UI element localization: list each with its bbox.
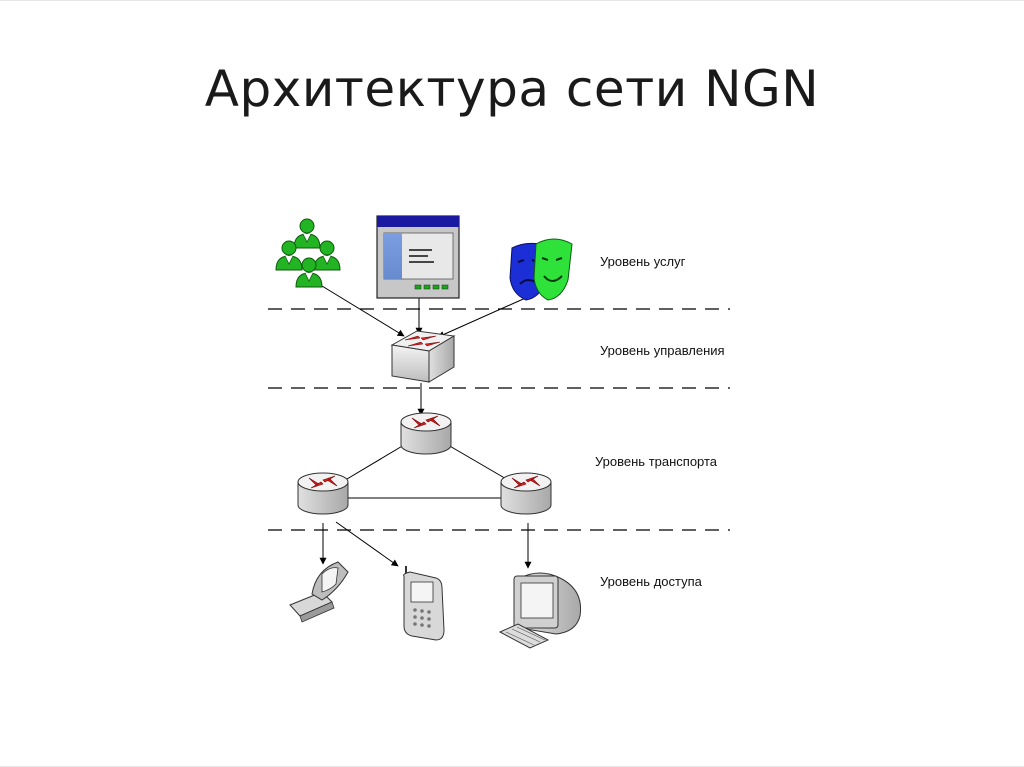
level-separators bbox=[268, 308, 730, 531]
level-label-services: Уровень услуг bbox=[600, 254, 686, 269]
softswitch-icon bbox=[390, 330, 456, 383]
connections bbox=[319, 285, 532, 569]
edge-router-top-right bbox=[447, 444, 509, 481]
level-label-access: Уровень доступа bbox=[600, 574, 703, 589]
router-core-icon bbox=[400, 412, 452, 455]
mobile-phone-icon bbox=[403, 566, 445, 641]
flip-phone-icon bbox=[289, 561, 349, 623]
application-window-icon bbox=[376, 215, 460, 299]
slide-title: Архитектура сети NGN bbox=[204, 60, 820, 118]
edge-users-switch bbox=[321, 285, 405, 337]
level-label-control: Уровень управления bbox=[600, 343, 725, 358]
computer-terminal-icon bbox=[498, 572, 582, 649]
level-label-transport: Уровень транспорта bbox=[595, 454, 718, 469]
edge-masks-switch bbox=[437, 295, 531, 338]
router-left-icon bbox=[297, 472, 349, 515]
edge-router-mobile bbox=[335, 521, 399, 567]
theater-masks-icon bbox=[509, 238, 573, 301]
router-right-icon bbox=[500, 472, 552, 515]
edge-router-top-left bbox=[341, 444, 405, 483]
users-group-icon bbox=[275, 218, 341, 288]
